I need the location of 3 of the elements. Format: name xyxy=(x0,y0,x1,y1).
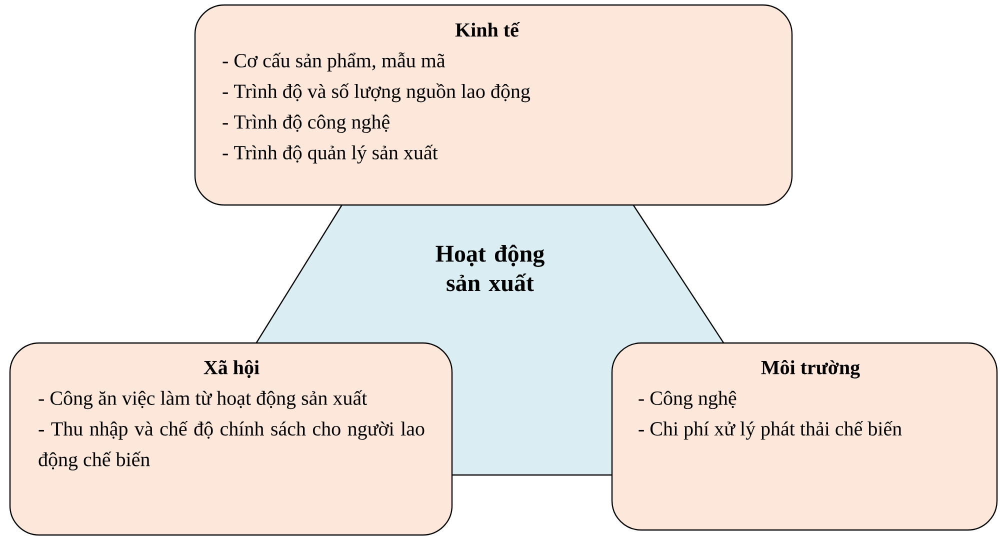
text-box: Kinh tế - Cơ cấu sản phẩm, mẫu mã - Trình độ và số lượng nguồn lao động - Trình độ công nghệ - Trình độ quản lý sản xuất xyxy=(194,4,793,206)
text-box: Xã hội - Công ăn việc làm từ hoạt động sản xuất - Thu nhập và chế độ chính sách cho người lao động chế biến xyxy=(9,342,453,536)
text-box: Môi trường - Công nghệ - Chi phí xử lý phát thải chế biến xyxy=(611,342,998,531)
